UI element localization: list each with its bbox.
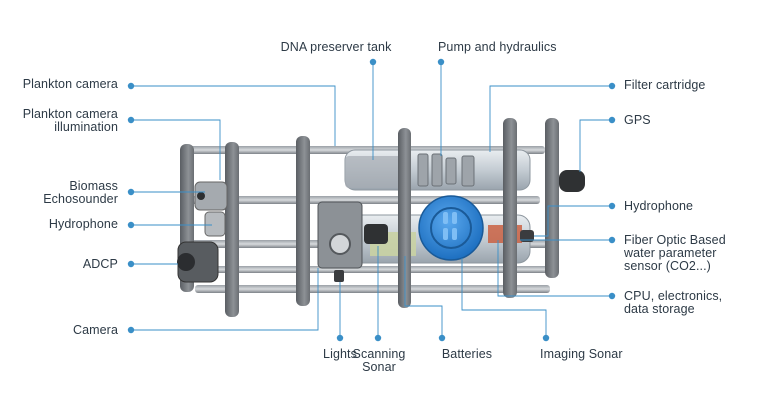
adcp-transducer bbox=[177, 253, 195, 271]
dot bbox=[374, 334, 382, 342]
label-filter-cartridge: Filter cartridge bbox=[624, 78, 706, 92]
label-batteries: Batteries bbox=[441, 347, 493, 361]
dot bbox=[608, 116, 616, 124]
dot bbox=[369, 58, 377, 66]
dot bbox=[608, 236, 616, 244]
echosounder-body bbox=[194, 181, 228, 211]
rod bbox=[195, 285, 550, 293]
leader-hydrophone-right bbox=[534, 205, 612, 237]
label-camera: Camera bbox=[72, 323, 118, 337]
leader-plankton-illumination bbox=[131, 119, 221, 180]
leader-imaging bbox=[461, 258, 547, 338]
pump-gears bbox=[417, 153, 475, 187]
label-plankton-camera: Plankton camera bbox=[22, 77, 118, 91]
camera-lens bbox=[329, 233, 351, 255]
dot bbox=[127, 260, 135, 268]
gps-antenna bbox=[559, 170, 585, 192]
marker-dots bbox=[127, 58, 616, 342]
dna-tank bbox=[345, 156, 405, 188]
label-dna-tank: DNA preserver tank bbox=[280, 40, 392, 54]
frame-structure bbox=[177, 118, 585, 317]
label-scanning-sonar: Scanning Sonar bbox=[352, 347, 406, 374]
leader-camera bbox=[131, 268, 319, 331]
dot bbox=[608, 82, 616, 90]
label-imaging-sonar: Imaging Sonar bbox=[540, 347, 623, 361]
dot bbox=[336, 334, 344, 342]
dot bbox=[438, 334, 446, 342]
dot bbox=[127, 326, 135, 334]
dot bbox=[127, 188, 135, 196]
leader-filter bbox=[489, 85, 612, 152]
leader-gps bbox=[579, 119, 612, 172]
end-plate bbox=[296, 136, 310, 306]
sensor-plug bbox=[520, 230, 534, 242]
label-hydrophone-left: Hydrophone bbox=[48, 217, 118, 231]
leader-plankton-camera bbox=[131, 85, 336, 146]
dot bbox=[608, 292, 616, 300]
end-plate bbox=[398, 128, 411, 308]
scanning-sonar-head bbox=[364, 224, 388, 244]
hydrophone-body bbox=[204, 211, 226, 237]
rod bbox=[200, 266, 555, 273]
label-hydrophone-right: Hydrophone bbox=[624, 199, 694, 213]
label-lights: Lights bbox=[323, 347, 357, 361]
dot bbox=[127, 221, 135, 229]
dot bbox=[437, 58, 445, 66]
end-plate bbox=[225, 142, 239, 317]
imaging-sonar bbox=[418, 195, 484, 261]
label-fiber-optic-sensor: Fiber Optic Based water parameter sensor… bbox=[624, 233, 726, 273]
label-adcp: ADCP bbox=[82, 257, 118, 271]
leader-lines bbox=[131, 62, 612, 338]
dot bbox=[608, 202, 616, 210]
rod bbox=[190, 196, 540, 204]
end-plate bbox=[545, 118, 559, 278]
leader-cpu bbox=[497, 240, 612, 297]
end-plate bbox=[503, 118, 517, 298]
dot bbox=[127, 82, 135, 90]
dot bbox=[127, 116, 135, 124]
label-biomass-echosounder: Biomass Echosounder bbox=[43, 179, 118, 206]
label-cpu-electronics: CPU, electronics, data storage bbox=[624, 289, 723, 316]
lights-knob bbox=[334, 270, 344, 282]
label-pump-hydraulics: Pump and hydraulics bbox=[438, 40, 557, 54]
leader-batteries bbox=[404, 256, 443, 338]
label-plankton-illumination: Plankton camera illumination bbox=[22, 107, 118, 134]
dot bbox=[542, 334, 550, 342]
label-gps: GPS bbox=[624, 113, 651, 127]
echosounder-knob bbox=[197, 192, 205, 200]
